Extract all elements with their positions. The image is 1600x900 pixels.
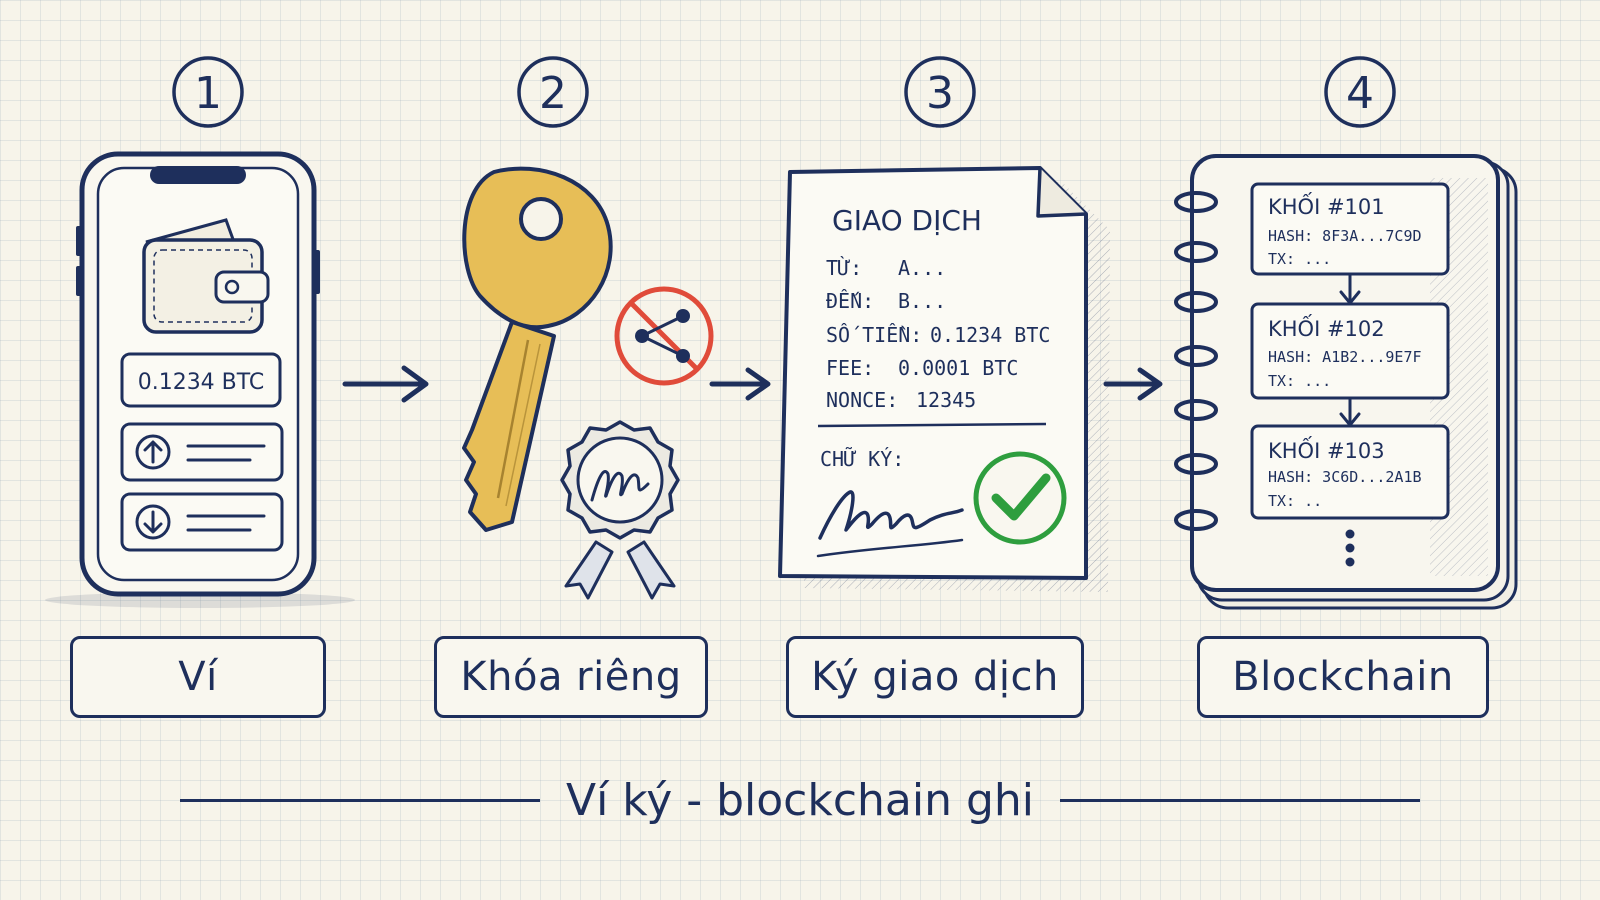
key-icon [462,166,613,532]
flow-arrow-2 [709,367,771,401]
caption-rule-left [179,798,540,802]
step-label-text: Khóa riêng [460,654,682,700]
flow-arrow-1 [342,365,429,403]
field-from-key: TỪ: [826,256,862,280]
step-label-text: Ký giao dịch [811,654,1059,700]
block-title: KHỐI #102 [1268,313,1385,341]
field-nonce-value: 12345 [916,388,976,412]
field-fee-key: FEE: [826,356,874,380]
signature-scribble [818,490,964,540]
step-label-private-key: Khóa riêng [434,636,708,718]
continuation-dots-icon [1345,529,1355,567]
transaction-title: GIAO DỊCH [832,204,982,237]
check-icon [973,451,1067,545]
document-divider [817,422,1047,428]
block-tx: TX: ... [1268,250,1331,268]
block-title: KHỐI #101 [1268,191,1385,219]
wallet-icon [142,218,270,334]
block-103: KHỐI #103 HASH: 3C6D...2A1B TX: .. [1250,424,1450,520]
step-number-4: 4 [1324,56,1396,128]
field-amount-value: 0.1234 BTC [930,323,1050,347]
send-button[interactable] [120,422,284,482]
step-number-3: 3 [904,56,976,128]
flow-arrow-3 [1103,367,1163,401]
field-fee-value: 0.0001 BTC [898,356,1018,380]
field-to-key: ĐẾN: [826,289,874,313]
field-to-value: B... [898,289,946,313]
block-hash: HASH: 8F3A...7C9D [1268,227,1422,245]
send-up-icon [135,434,171,470]
step-label-text: Blockchain [1232,654,1454,700]
signature-label: CHỮ KÝ: [820,447,904,471]
step-label-blockchain: Blockchain [1197,636,1489,718]
step-label-wallet: Ví [70,636,326,718]
block-hash: HASH: 3C6D...2A1B [1268,468,1422,486]
block-tx: TX: .. [1268,492,1322,510]
step-label-text: Ví [178,654,218,700]
field-from-value: A... [898,256,946,280]
transaction-fields: TỪ: A... ĐẾN: B... SỐ TIỀN: 0.1234 BTC F… [826,256,1050,412]
block-101: KHỐI #101 HASH: 8F3A...7C9D TX: ... [1250,182,1450,276]
step-number-2: 2 [517,56,589,128]
balance-display: 0.1234 BTC [120,352,282,408]
caption-text: Ví ký - blockchain ghi [565,774,1035,826]
receive-down-icon [135,504,171,540]
svg-text:3: 3 [926,68,954,119]
receive-button[interactable] [120,492,284,552]
signature-underline [816,538,964,558]
svg-text:1: 1 [194,68,222,119]
step-number-1: 1 [172,56,244,128]
block-102: KHỐI #102 HASH: A1B2...9E7F TX: ... [1250,302,1450,400]
field-nonce-key: NONCE: [826,388,898,412]
step-label-sign-transaction: Ký giao dịch [786,636,1084,718]
diagram-caption: Ví ký - blockchain ghi [0,770,1600,830]
block-hash: HASH: A1B2...9E7F [1268,348,1422,366]
block-tx: TX: ... [1268,372,1331,390]
svg-text:0.1234 BTC: 0.1234 BTC [138,370,265,395]
svg-text:2: 2 [539,68,567,119]
block-title: KHỐI #103 [1268,435,1385,463]
seal-badge-icon [560,420,680,600]
field-amount-key: SỐ TIỀN: [826,323,922,347]
no-share-icon [614,286,714,386]
caption-rule-right [1060,798,1421,802]
svg-text:4: 4 [1346,68,1374,119]
